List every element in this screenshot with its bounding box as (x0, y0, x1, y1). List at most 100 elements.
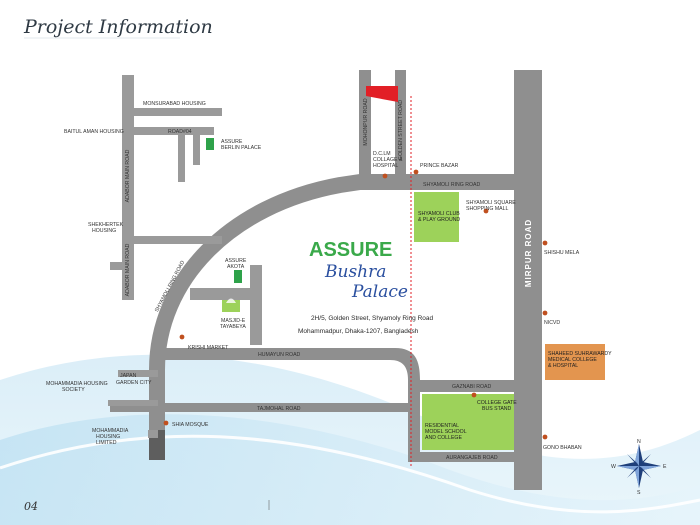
mohammadia-road (118, 370, 158, 377)
page-title: Project Information (23, 16, 213, 38)
assure-berlin-label-2: BERLIN PALACE (221, 145, 262, 151)
college-gate-dot (471, 392, 477, 398)
residential-label-2: MODEL SCHOOL (425, 429, 467, 435)
residential-model-school-area (422, 394, 514, 450)
nicvd-dot (542, 310, 548, 316)
background-wave-line (0, 434, 700, 514)
gaznabi-road-label: GAZNABI ROAD (452, 384, 491, 390)
shyamoli-square-label-2: SHOPPING MALL (466, 206, 508, 212)
landmark-dots (163, 169, 548, 440)
project-name-line1: Bushra (324, 262, 386, 282)
mirpur-road (514, 70, 542, 490)
gono-bhaban-dot (542, 434, 548, 440)
japan-garden-label-1: JAPAN (120, 373, 137, 379)
background-wave-accent (0, 414, 700, 525)
road-4 (134, 127, 214, 135)
compass-s: S (637, 490, 641, 496)
project-address-line1: 2H/5, Golden Street, Shyamoly Ring Road (311, 315, 434, 322)
monsurabad-road (122, 108, 222, 116)
residential-label-1: RESIDENTIAL (425, 423, 459, 429)
mohammadia-limited-label-3: LIMITED (96, 440, 117, 446)
adabor-main-road-label-2: ADABOR MAIN ROAD (125, 243, 131, 296)
humayun-road-label: HUMAYUN ROAD (258, 352, 301, 358)
assure-akota-label-2: AKOTA (227, 264, 245, 270)
compass-e: E (663, 464, 667, 470)
suhrawardy-hospital-area (545, 344, 605, 380)
shia-mosque-label: SHIA MOSQUE (172, 422, 209, 428)
project-name-line2: Palace (351, 282, 408, 302)
shyamoli-club-label-1: SHYAMOLI CLUB (418, 211, 460, 217)
road-4-label: ROAD#04 (168, 129, 192, 135)
mohammadia-society-label-1: MOHAMMADIA HOUSING (46, 381, 108, 387)
project-brand: ASSURE (309, 239, 392, 261)
project-address-line2: Mohammadpur, Dhaka-1207, Bangladesh (298, 328, 419, 335)
tajmohal-road-west (108, 400, 158, 406)
humayun-road (160, 348, 420, 392)
shyamoli-club-playground (414, 192, 459, 242)
compass-n: N (637, 439, 641, 445)
prince-bazar-dot (413, 169, 419, 175)
project-location-flag (366, 86, 398, 102)
shyamoli-ring-road-curve (149, 174, 518, 450)
shekhertek-road (122, 236, 222, 244)
road-4-spur-2 (193, 135, 200, 165)
masjid-label-1: MASJID-E (221, 318, 246, 324)
compass-w: W (611, 464, 616, 470)
prince-bazar-label: PRINCE BAZAR (420, 163, 459, 169)
baitul-aman-label: BAITUL AMAN HOUSING (64, 129, 124, 135)
shyamoli-club-label-2: & PLAY GROUND (418, 217, 460, 223)
residential-label-3: AND COLLEGE (425, 435, 462, 441)
mohonpur-road-label: MOHONPUR ROAD (363, 98, 369, 146)
monsurabad-label: MONSURABAD HOUSING (143, 101, 206, 107)
mohonpur-road (359, 70, 371, 185)
assure-berlin-label-1: ASSURE (221, 139, 243, 145)
mohammadia-limited-label-1: MOHAMMADIA (92, 428, 129, 434)
shishu-mela-label: SHISHU MELA (544, 250, 580, 256)
suhrawardy-label-1: SHAHEED SUHRAWARDY (548, 351, 612, 357)
assure-berlin-palace-marker (206, 138, 214, 150)
shia-mosque-road (148, 430, 158, 438)
adabor-main-road (122, 75, 134, 255)
mohammadia-society-label-2: SOCIETY (62, 387, 85, 393)
road-4-spur-1 (178, 127, 185, 182)
shishu-mela-dot (542, 240, 548, 246)
tajmohal-road (110, 403, 420, 412)
page-number: 04 (24, 500, 38, 513)
aurangajeb-road-label: AURANGAJEB ROAD (446, 455, 498, 461)
nicvd-label: NICVD (544, 320, 560, 326)
dclm-dot (382, 173, 388, 179)
aurangajeb-road (408, 452, 518, 462)
dclm-label-2: COLLAGE & (373, 157, 403, 163)
college-gate-label-1: COLLEGE GATE (477, 400, 517, 406)
college-gate-label-2: BUS STAND (482, 406, 512, 412)
assure-akota-label-1: ASSURE (225, 258, 247, 264)
adabor-main-road-label: ADABOR MAIN ROAD (125, 149, 131, 202)
shyamoli-square-dot (483, 208, 489, 214)
shyamoli-ring-road-label: SHYAMOLI RING ROAD (423, 182, 481, 188)
krishi-market-label: KRISHI MARKET (188, 345, 229, 351)
krishi-market-dot (179, 334, 185, 340)
shekhertek-label-2: HOUSING (92, 228, 116, 234)
compass-rose-icon (617, 444, 661, 488)
golden-street-road-label: GOLDEN STREET ROAD (398, 100, 404, 160)
mirpur-road-label: MIRPUR ROAD (524, 219, 533, 287)
gono-bhaban-label: GONO BHABAN (543, 445, 582, 451)
shyamoli-square-label-1: SHYAMOLI SQUARE (466, 200, 516, 206)
akota-road (190, 265, 262, 345)
suhrawardy-label-2: MEDICAL COLLEGE (548, 357, 597, 363)
tajmohal-road-label: TAJMOHAL ROAD (257, 406, 301, 412)
college-connector-road (408, 390, 420, 460)
mosque-icon (226, 298, 236, 303)
shekhertek-label-1: SHEKHERTEK (88, 222, 124, 228)
golden-street-road (395, 70, 406, 185)
suhrawardy-label-3: & HOSPITAL (548, 363, 578, 369)
japan-garden-road (110, 262, 128, 270)
mohammadia-limited-label-2: HOUSING (96, 434, 120, 440)
masjid-label-2: TAYABEYA (220, 324, 246, 330)
japan-garden-label-2: GARDEN CITY (116, 380, 152, 386)
gaznabi-road (408, 380, 518, 392)
dclm-label-3: HOSPITAL (373, 163, 398, 169)
shia-mosque-dot (163, 420, 169, 426)
